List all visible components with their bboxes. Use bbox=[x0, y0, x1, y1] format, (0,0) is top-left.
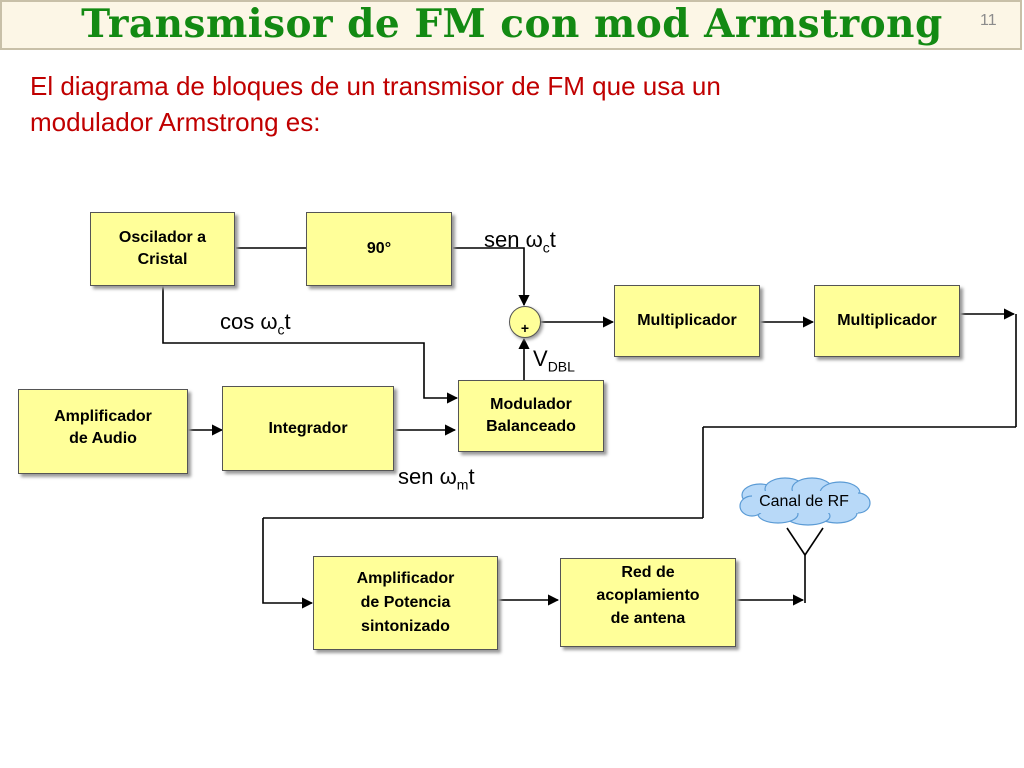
intro-line-1: El diagrama de bloques de un transmisor … bbox=[30, 71, 721, 101]
intro-line-2: modulador Armstrong es: bbox=[30, 107, 321, 137]
balanced-modulator-block: Modulador Balanceado bbox=[458, 380, 604, 452]
balanced-modulator-label-2: Balanceado bbox=[486, 418, 576, 435]
multiplier-1-label: Multiplicador bbox=[637, 312, 737, 329]
coupling-network-label-2: acoplamiento bbox=[596, 587, 700, 604]
audio-amplifier-label-2: de Audio bbox=[69, 430, 137, 447]
summing-node-symbol: + bbox=[520, 320, 530, 336]
intro-text: El diagrama de bloques de un transmisor … bbox=[30, 68, 930, 140]
summing-node: + bbox=[509, 306, 541, 338]
power-amplifier-label-3: sintonizado bbox=[361, 618, 450, 635]
audio-amplifier-block: Amplificador de Audio bbox=[18, 389, 188, 474]
antenna-right-arm bbox=[804, 527, 824, 556]
phase-shift-label: 90° bbox=[366, 240, 392, 257]
balanced-modulator-label-1: Modulador bbox=[490, 396, 572, 413]
label-sin-modulating: sen ωmt bbox=[398, 464, 475, 493]
oscillator-block: Oscilador a Cristal bbox=[90, 212, 235, 286]
coupling-network-label-1: Red de bbox=[621, 564, 675, 581]
multiplier-2-block: Multiplicador bbox=[814, 285, 960, 357]
wire-90-to-summer bbox=[453, 247, 530, 307]
slide-number: 11 bbox=[980, 12, 997, 29]
coupling-network-block: Red de acoplamiento de antena bbox=[560, 558, 736, 647]
power-amplifier-label-1: Amplificador bbox=[356, 570, 455, 587]
power-amplifier-label-2: de Potencia bbox=[360, 594, 451, 611]
coupling-network-label-3: de antena bbox=[610, 610, 686, 627]
label-vdbl: VDBL bbox=[533, 346, 575, 375]
label-sin-carrier: sen ωct bbox=[484, 227, 556, 256]
phase-shift-block: 90° bbox=[306, 212, 452, 286]
title-bar bbox=[0, 0, 1022, 50]
multiplier-2-label: Multiplicador bbox=[837, 312, 937, 329]
wire-to-power-amp bbox=[262, 518, 314, 609]
slide-title: Transmisor de FM con mod Armstrong bbox=[81, 1, 943, 47]
oscillator-label-2: Cristal bbox=[137, 251, 188, 268]
callout-rf-channel: Canal de RF bbox=[759, 493, 849, 510]
integrator-label: Integrador bbox=[268, 419, 348, 437]
audio-amplifier-label-1: Amplificador bbox=[54, 408, 152, 425]
label-cos-carrier: cos ωct bbox=[220, 309, 291, 338]
oscillator-label-1: Oscilador a bbox=[118, 229, 207, 246]
wire-osc-to-modulator bbox=[162, 286, 459, 404]
multiplier-1-block: Multiplicador bbox=[614, 285, 760, 357]
antenna-left-arm bbox=[786, 527, 806, 556]
integrator-block: Integrador bbox=[222, 386, 394, 471]
callout-cloud-fill bbox=[752, 491, 858, 513]
power-amplifier-block: Amplificador de Potencia sintonizado bbox=[313, 556, 498, 650]
